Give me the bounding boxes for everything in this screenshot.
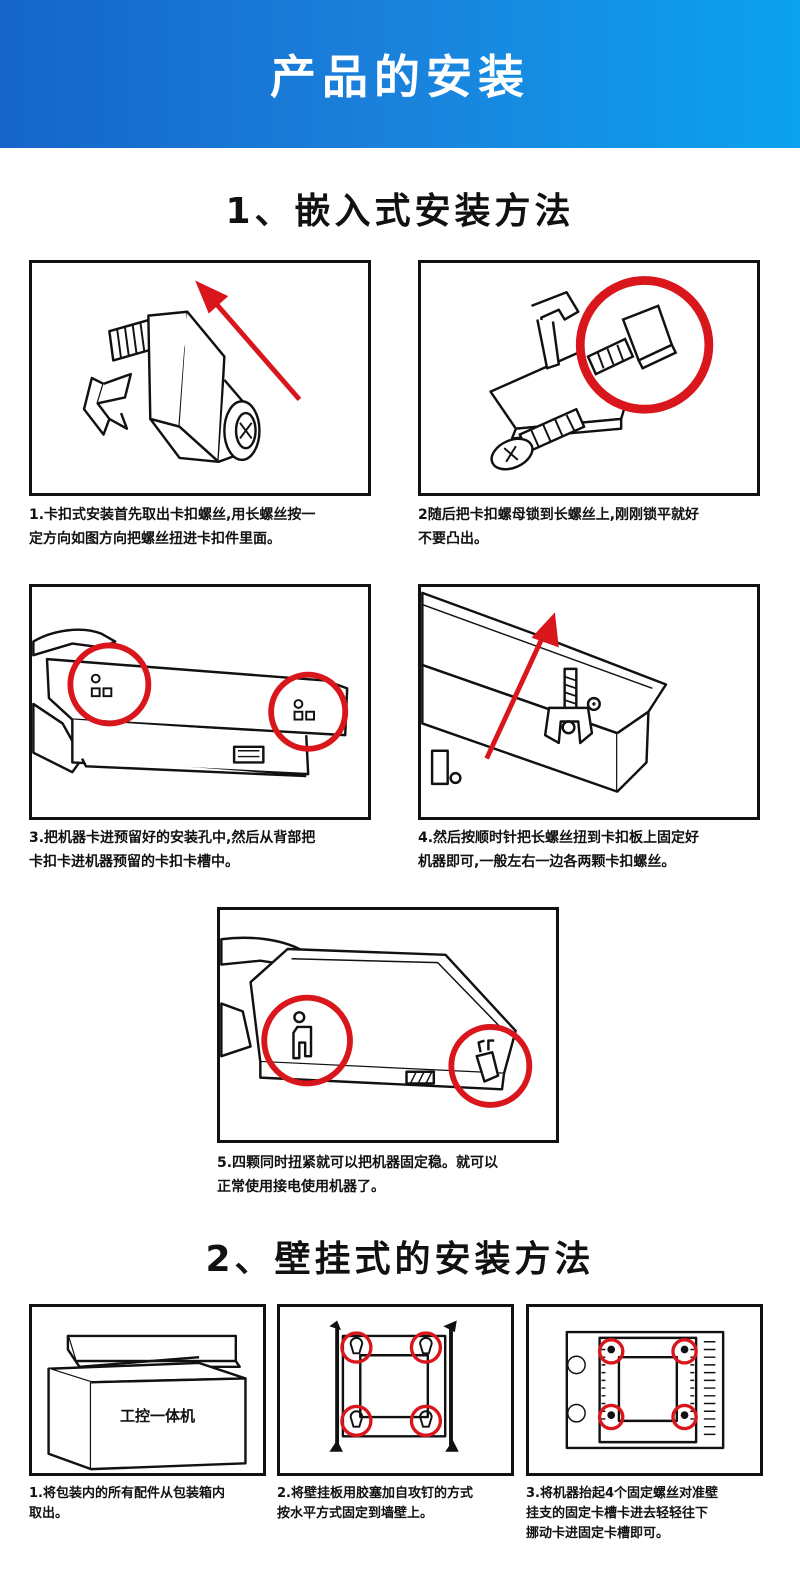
machine-insert-illustration <box>32 628 349 778</box>
wall-step1-illustration: 工控一体机 <box>29 1304 266 1476</box>
wall-plate-illustration <box>329 1320 459 1452</box>
step2-caption: 2随后把卡扣螺母锁到长螺丝上,刚刚锁平就好 不要凸出。 <box>418 507 700 547</box>
clip-screw-illustration <box>82 280 302 464</box>
step3-caption: 3.把机器卡进预留好的安装孔中,然后从背部把 卡扣卡进机器预留的卡扣卡槽中。 <box>29 830 316 870</box>
wall-step3-illustration <box>526 1304 763 1476</box>
section-title-embedded: 1、嵌入式安装方法 <box>225 191 575 232</box>
step5-illustration <box>217 907 559 1143</box>
step1-caption: 1.卡扣式安装首先取出卡扣螺丝,用长螺丝按一 定方向如图方向把螺丝扭进卡扣件里面… <box>29 507 316 547</box>
box-label: 工控一体机 <box>120 1407 196 1425</box>
header-banner: 产品的安装 <box>0 0 800 148</box>
wall-step2-illustration <box>277 1304 514 1476</box>
step2-illustration <box>418 260 760 496</box>
wall-step3-caption: 3.将机器抬起4个固定螺丝对准壁 挂支的固定卡槽卡进去轻轻往下 挪动卡进固定卡槽… <box>526 1486 719 1541</box>
page-title: 产品的安装 <box>270 50 530 104</box>
screw-tighten-illustration <box>421 591 668 793</box>
wall-step2-caption: 2.将壁挂板用胶塞加自攻钉的方式 按水平方式固定到墙壁上。 <box>277 1486 473 1521</box>
step3-illustration <box>29 584 371 820</box>
wall-step1-caption: 1.将包装内的所有配件从包装箱内 取出。 <box>29 1486 225 1521</box>
section-title-wallmount: 2、壁挂式的安装方法 <box>205 1239 595 1280</box>
machine-back-illustration <box>565 1330 725 1450</box>
package-box-illustration <box>47 1334 247 1471</box>
clip-nut-illustration <box>489 276 714 471</box>
step5-caption: 5.四颗同时扭紧就可以把机器固定稳。就可以 正常使用接电使用机器了。 <box>217 1155 499 1195</box>
step1-illustration <box>29 260 371 496</box>
step4-illustration <box>418 584 760 820</box>
machine-fixed-illustration <box>220 936 533 1108</box>
step4-caption: 4.然后按顺时针把长螺丝扭到卡扣板上固定好 机器即可,一般左右一边各两颗卡扣螺丝… <box>418 830 700 870</box>
